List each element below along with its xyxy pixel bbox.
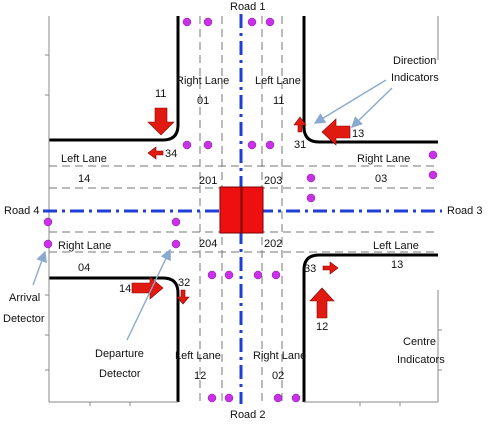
departure-detector-label-1: Departure bbox=[95, 348, 144, 360]
arrow-32-down-small bbox=[176, 289, 190, 305]
indicator-202-label: 202 bbox=[264, 238, 282, 250]
centre-indicators-label-1: Centre bbox=[403, 336, 436, 348]
arrow-13-label: 13 bbox=[352, 128, 364, 140]
arrow-32-label: 32 bbox=[178, 277, 190, 289]
arrow-34-left-small bbox=[147, 146, 164, 160]
arrow-13-left bbox=[321, 118, 351, 146]
detector bbox=[43, 239, 53, 249]
arrow-14-label: 14 bbox=[119, 283, 131, 295]
lane-04-number: 04 bbox=[78, 262, 90, 274]
annotations: Direction Indicators Arrival Detector De… bbox=[3, 55, 445, 380]
arrow-11-down bbox=[147, 107, 175, 136]
frame-ticks bbox=[45, 16, 442, 406]
lane-01-number: 01 bbox=[197, 95, 209, 107]
lane-11-number: 11 bbox=[273, 95, 284, 107]
road-4-label: Road 4 bbox=[4, 205, 39, 217]
detector bbox=[207, 270, 217, 280]
lane-02-number: 02 bbox=[272, 370, 284, 382]
indicator-204-label: 204 bbox=[199, 238, 217, 250]
road-1-label: Road 1 bbox=[230, 1, 265, 13]
detector bbox=[271, 270, 281, 280]
lane-03-number: 03 bbox=[375, 173, 387, 185]
arrow-labels: 11 13 14 12 31 32 33 34 bbox=[119, 88, 364, 333]
arrow-33-label: 33 bbox=[304, 263, 316, 275]
indicator-ids: 201 203 204 202 bbox=[199, 175, 282, 250]
edge-top-right bbox=[302, 16, 438, 144]
lane-14-name: Left Lane bbox=[61, 153, 107, 165]
callout-direction-1 bbox=[313, 79, 387, 124]
road-edges bbox=[49, 16, 438, 402]
arrow-11-label: 11 bbox=[155, 88, 166, 100]
lane-13-name: Left Lane bbox=[373, 240, 419, 252]
detectors bbox=[43, 17, 438, 403]
road-2-label: Road 2 bbox=[230, 409, 265, 421]
detector bbox=[171, 217, 181, 227]
detector bbox=[224, 393, 234, 403]
detector bbox=[182, 17, 192, 27]
arrow-34-label: 34 bbox=[165, 148, 177, 160]
detector bbox=[203, 17, 213, 27]
detector bbox=[265, 17, 275, 27]
detector bbox=[171, 239, 181, 249]
arrow-14-right bbox=[131, 276, 164, 300]
detector bbox=[224, 270, 234, 280]
centre-indicators bbox=[219, 186, 264, 234]
lane-12-number: 12 bbox=[194, 370, 206, 382]
detector bbox=[207, 393, 217, 403]
detector bbox=[306, 173, 316, 183]
departure-detector-label-2: Detector bbox=[99, 368, 141, 380]
callout-direction-2 bbox=[350, 87, 393, 128]
lane-03-name: Right Lane bbox=[357, 153, 410, 165]
centre-indicator-right bbox=[241, 186, 264, 234]
callout-lines bbox=[32, 79, 393, 341]
lane-04-name: Right Lane bbox=[58, 240, 111, 252]
lane-02-name: Right Lane bbox=[253, 350, 306, 362]
detector bbox=[253, 270, 263, 280]
detector bbox=[43, 217, 53, 227]
detector bbox=[247, 17, 257, 27]
lane-labels: Right Lane 01 Left Lane 11 Left Lane 14 … bbox=[58, 75, 419, 382]
arrow-12-label: 12 bbox=[316, 321, 328, 333]
detector bbox=[291, 393, 301, 403]
callout-departure bbox=[126, 248, 171, 341]
arrow-12-up bbox=[309, 287, 335, 319]
detector bbox=[203, 140, 213, 150]
indicator-203-label: 203 bbox=[264, 175, 282, 187]
centre-indicator-left bbox=[219, 186, 242, 234]
road-3-label: Road 3 bbox=[447, 205, 482, 217]
direction-arrows bbox=[131, 107, 351, 319]
lane-13-number: 13 bbox=[391, 259, 403, 271]
lane-14-number: 14 bbox=[78, 173, 90, 185]
indicator-201-label: 201 bbox=[199, 175, 217, 187]
lane-01-name: Right Lane bbox=[176, 75, 229, 87]
arrow-31-up-small bbox=[293, 116, 307, 133]
arrow-33-right-small bbox=[322, 261, 339, 275]
lane-11-name: Left Lane bbox=[255, 75, 301, 87]
direction-indicators-label-1: Direction bbox=[393, 55, 436, 67]
callout-arrival bbox=[32, 250, 47, 286]
detector bbox=[265, 140, 275, 150]
centre-indicators-label-2: Indicators bbox=[397, 354, 445, 366]
detector bbox=[428, 170, 438, 180]
detector bbox=[273, 393, 283, 403]
lane-12-name: Left Lane bbox=[175, 350, 221, 362]
arrow-31-label: 31 bbox=[294, 139, 306, 151]
edge-bottom-left bbox=[49, 276, 180, 402]
detector bbox=[182, 140, 192, 150]
detector bbox=[428, 150, 438, 160]
edge-bottom-right bbox=[302, 253, 438, 402]
road-labels: Road 1 Road 2 Road 3 Road 4 bbox=[4, 1, 482, 421]
detector bbox=[306, 193, 316, 203]
direction-indicators-label-2: Indicators bbox=[391, 72, 439, 84]
detector bbox=[247, 140, 257, 150]
edge-top-left bbox=[49, 16, 180, 142]
arrival-detector-label-1: Arrival bbox=[9, 292, 40, 304]
arrival-detector-label-2: Detector bbox=[3, 313, 45, 325]
